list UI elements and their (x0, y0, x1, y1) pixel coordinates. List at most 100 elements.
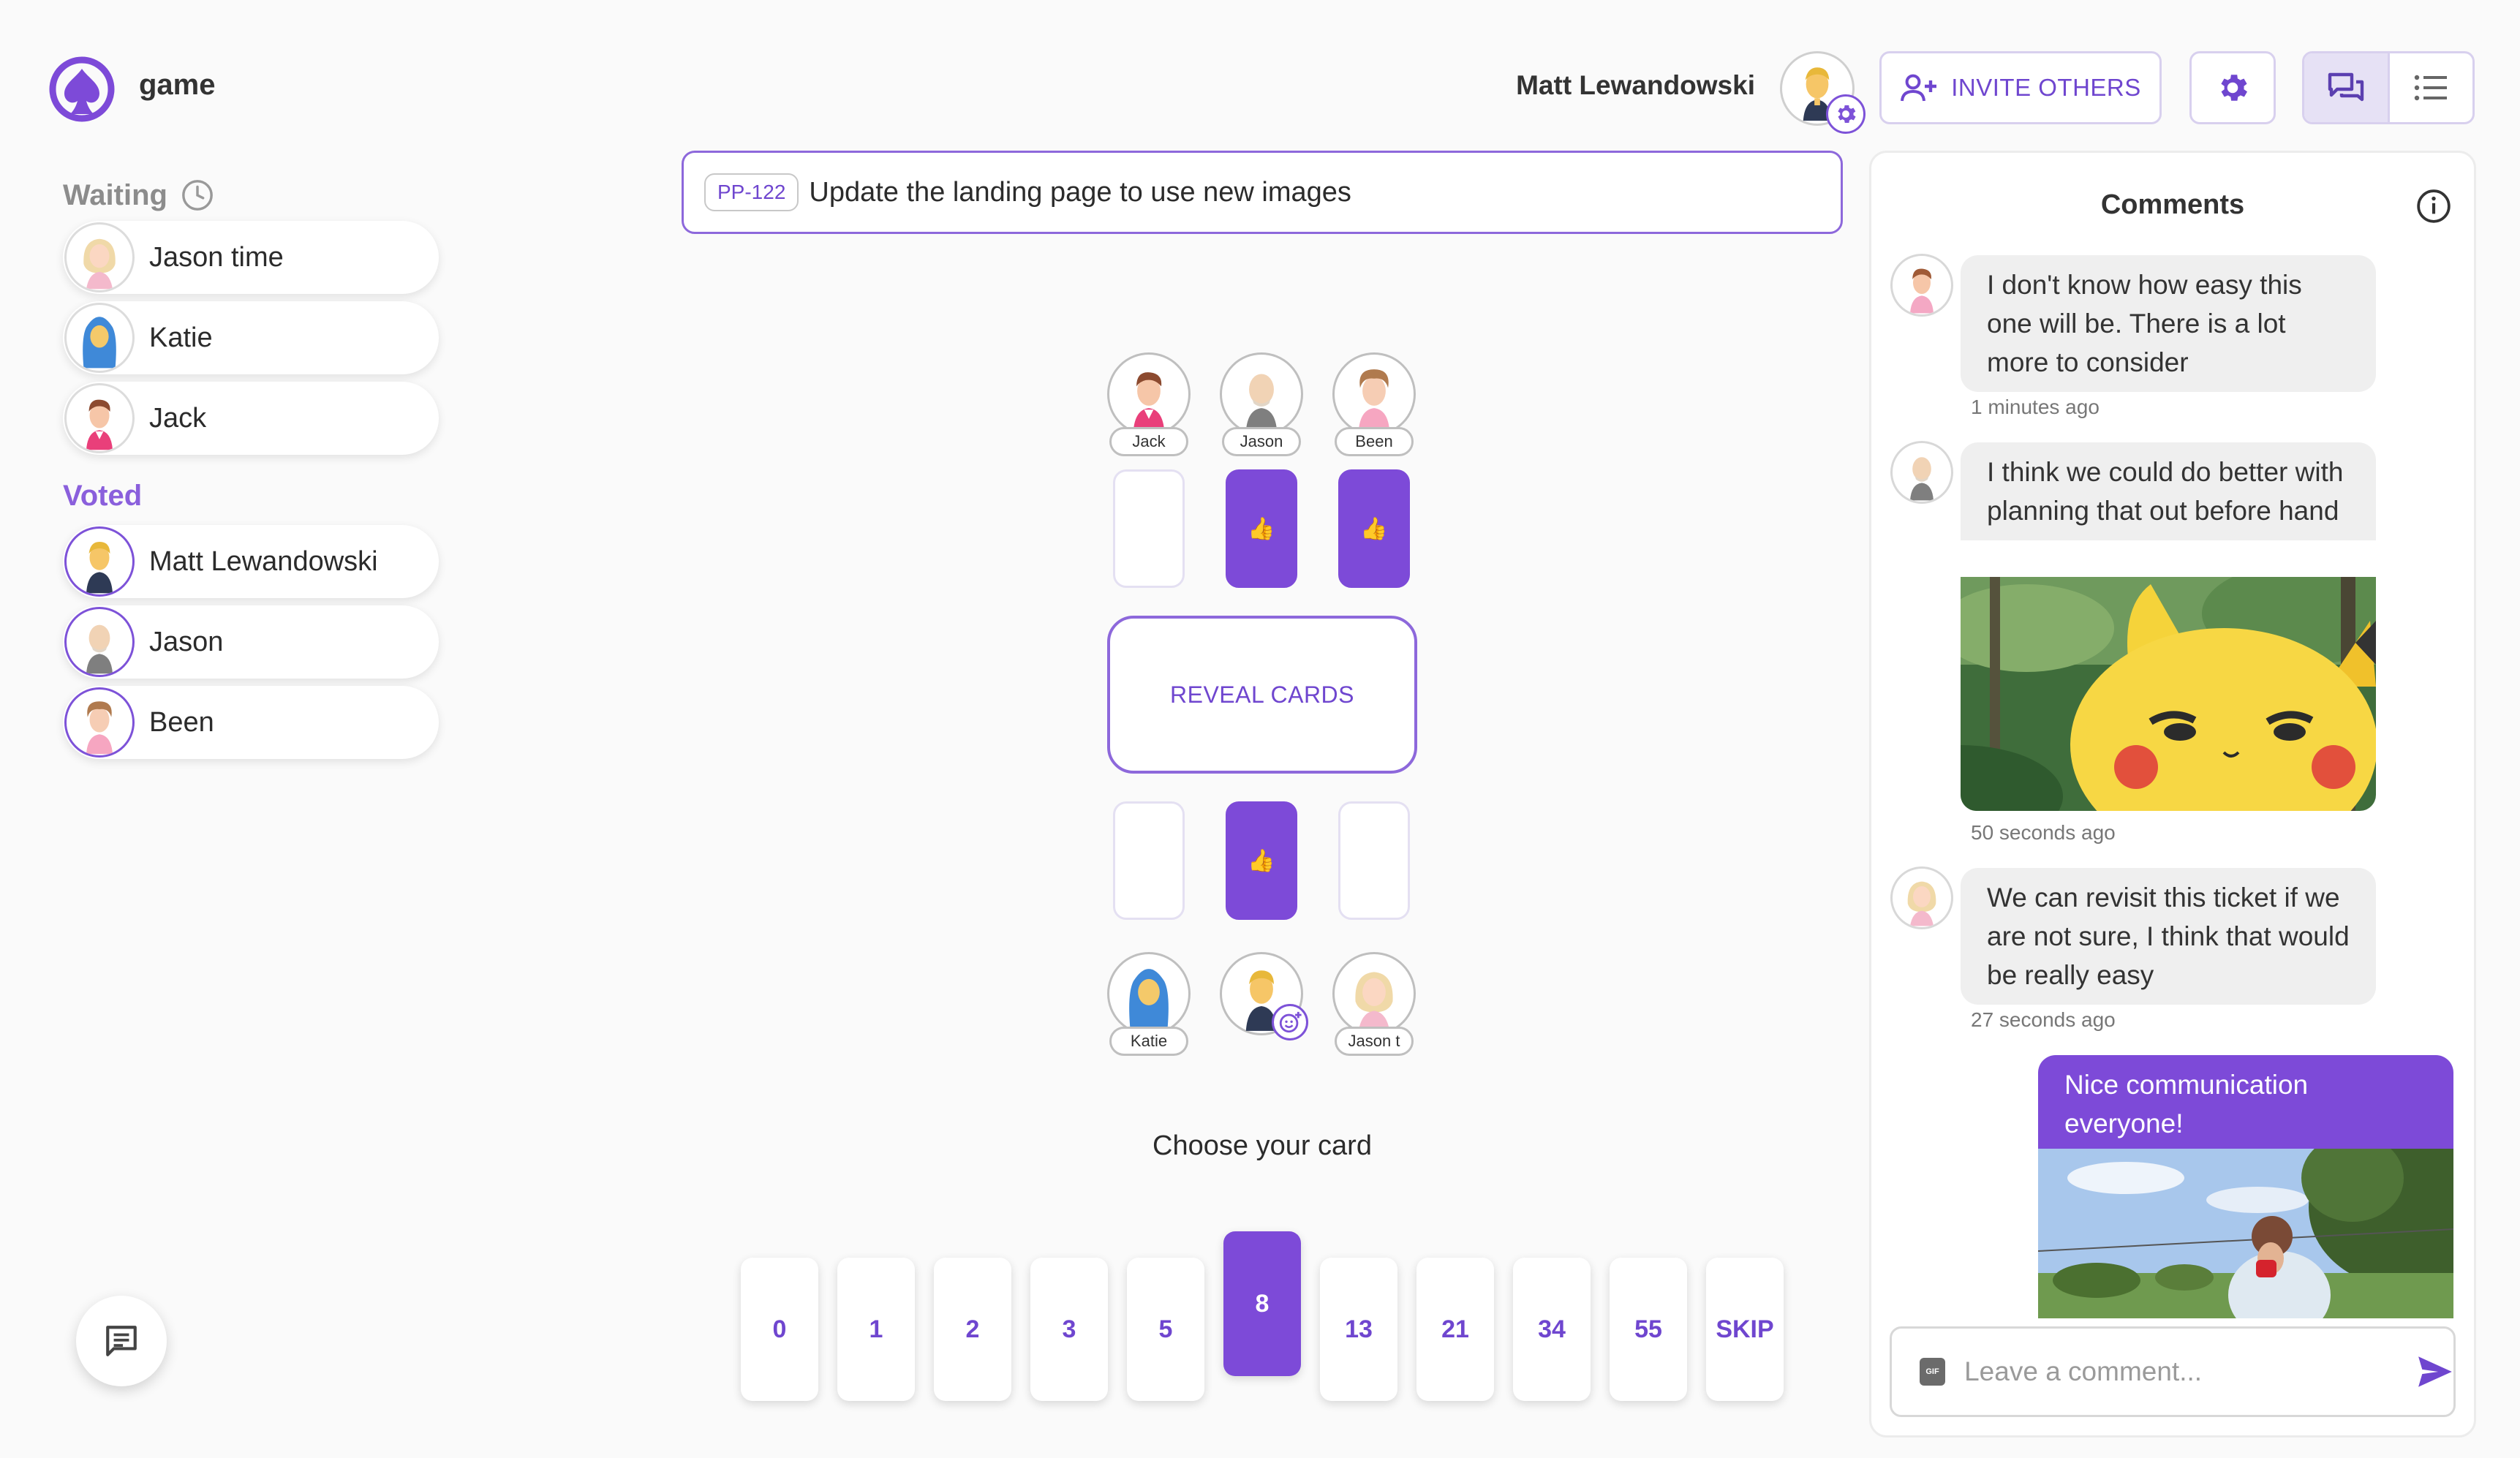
vote-card-played: 👍 (1226, 469, 1297, 588)
comment-avatar (1890, 254, 1953, 317)
voted-label: Voted (63, 480, 143, 512)
card-option-21[interactable]: 21 (1416, 1258, 1494, 1401)
pikachu-gif-image[interactable] (1961, 577, 2376, 811)
avatar (64, 607, 135, 677)
brown-hair-man-avatar-icon (1910, 268, 1934, 314)
bald-man-avatar-icon (1910, 457, 1934, 501)
view-toggle-group (2302, 51, 2475, 124)
participant-waiting-katie: Katie (63, 301, 439, 374)
invite-others-label: INVITE OTHERS (1951, 74, 2141, 101)
participant-name: Matt Lewandowski (149, 545, 378, 577)
ticket-id-badge[interactable]: PP-122 (704, 173, 799, 211)
comment-timestamp: 50 seconds ago (1971, 821, 2116, 844)
settings-button[interactable] (2189, 51, 2276, 124)
comment-bubble: We can revisit this ticket if we are not… (1961, 868, 2376, 1005)
curly-man-avatar-icon (1358, 369, 1390, 431)
seat-avatar-jason (1220, 352, 1303, 436)
vote-card-empty (1113, 469, 1185, 588)
clock-icon (182, 180, 213, 211)
seat-avatar-katie (1107, 952, 1191, 1035)
comments-panel: Comments I don't know how easy this one … (1869, 151, 2476, 1438)
blonde-woman-avatar-icon (83, 238, 116, 290)
waiting-section-label: Waiting (63, 178, 214, 212)
comment-bubble: I don't know how easy this one will be. … (1961, 255, 2376, 392)
list-view-toggle[interactable] (2390, 53, 2473, 122)
hijab-woman-avatar-icon (83, 317, 116, 369)
seat-avatar-jack (1107, 352, 1191, 436)
comment-bubble: I think we could do better with planning… (1961, 442, 2376, 540)
seat-avatar-current-user (1220, 952, 1308, 1040)
participant-voted-jason: Jason (63, 605, 439, 679)
comments-title: Comments (2100, 189, 2245, 220)
avatar (64, 303, 135, 373)
vote-card-empty (1338, 801, 1410, 920)
gif-icon[interactable]: GIF (1920, 1358, 1946, 1386)
participant-voted-matt: Matt Lewandowski (63, 525, 439, 598)
participant-voted-been: Been (63, 686, 439, 759)
seat-name-tag: Jason t (1335, 1027, 1414, 1056)
avatar (64, 222, 135, 292)
avatar-settings-badge[interactable] (1826, 94, 1866, 134)
comment-avatar (1890, 866, 1953, 929)
card-option-5[interactable]: 5 (1127, 1258, 1204, 1401)
gear-icon (2221, 75, 2247, 101)
vote-card-played: 👍 (1226, 801, 1297, 920)
blonde-man-avatar-icon (86, 542, 113, 594)
current-user-name: Matt Lewandowski (1516, 70, 1755, 100)
participant-name: Katie (149, 322, 213, 353)
info-icon[interactable] (2415, 188, 2452, 224)
brown-hair-man-avatar-icon (1133, 372, 1165, 431)
participant-name: Been (149, 706, 214, 738)
seat-name-tag: Jack (1109, 427, 1188, 456)
card-option-1[interactable]: 1 (837, 1258, 915, 1401)
spade-logo-icon[interactable] (48, 56, 116, 123)
send-icon[interactable] (2417, 1353, 2453, 1390)
gear-icon (1838, 105, 1856, 124)
choose-card-prompt: Choose your card (1153, 1130, 1372, 1161)
seat-avatar-been (1332, 352, 1416, 436)
card-option-55[interactable]: 55 (1610, 1258, 1687, 1401)
invite-others-button[interactable]: INVITE OTHERS (1879, 51, 2162, 124)
seat-avatar-jason-t (1332, 952, 1416, 1035)
participant-waiting-jack: Jack (63, 382, 439, 455)
card-option-8-selected[interactable]: 8 (1223, 1231, 1301, 1376)
blonde-man-avatar-icon (1245, 970, 1278, 1031)
card-option-0[interactable]: 0 (741, 1258, 818, 1401)
card-option-skip[interactable]: SKIP (1706, 1258, 1784, 1401)
vote-card-played: 👍 (1338, 469, 1410, 588)
chat-view-toggle[interactable] (2304, 53, 2390, 122)
comment-input-box: GIF (1890, 1326, 2456, 1417)
chat-bubbles-icon (2328, 72, 2364, 102)
brown-hair-man-avatar-icon (86, 399, 113, 450)
comment-timestamp: 1 minutes ago (1971, 396, 2100, 418)
curly-man-avatar-icon (86, 701, 113, 755)
outdoor-photo-image[interactable] (2038, 1149, 2453, 1318)
reveal-cards-button[interactable]: REVEAL CARDS (1107, 616, 1417, 774)
card-option-3[interactable]: 3 (1030, 1258, 1108, 1401)
hijab-woman-avatar-icon (1129, 969, 1169, 1030)
smiley-add-icon (1279, 1011, 1302, 1033)
participant-waiting-jason-time: Jason time (63, 221, 439, 294)
seat-name-tag: Katie (1109, 1027, 1188, 1056)
participant-name: Jack (149, 402, 207, 434)
blonde-man-avatar-icon (1803, 67, 1832, 121)
pikachu-image (1961, 577, 2376, 811)
avatar (64, 526, 135, 597)
add-reaction-badge[interactable] (1272, 1004, 1308, 1040)
card-option-2[interactable]: 2 (934, 1258, 1011, 1401)
waiting-label: Waiting (63, 178, 167, 211)
avatar (64, 383, 135, 453)
message-icon (106, 1326, 137, 1356)
seat-name-tag: Been (1335, 427, 1414, 456)
bald-man-avatar-icon (86, 624, 113, 674)
comment-input[interactable] (1964, 1356, 2330, 1387)
comment-timestamp: 27 seconds ago (1971, 1008, 2116, 1031)
participant-name: Jason (149, 626, 224, 657)
current-user-avatar[interactable] (1780, 51, 1866, 134)
seat-name-tag: Jason (1222, 427, 1301, 456)
card-option-34[interactable]: 34 (1513, 1258, 1591, 1401)
chat-fab-button[interactable] (76, 1296, 167, 1386)
ticket-bar[interactable]: PP-122 Update the landing page to use ne… (682, 151, 1843, 234)
outdoor-photo (2038, 1149, 2453, 1318)
card-option-13[interactable]: 13 (1320, 1258, 1397, 1401)
